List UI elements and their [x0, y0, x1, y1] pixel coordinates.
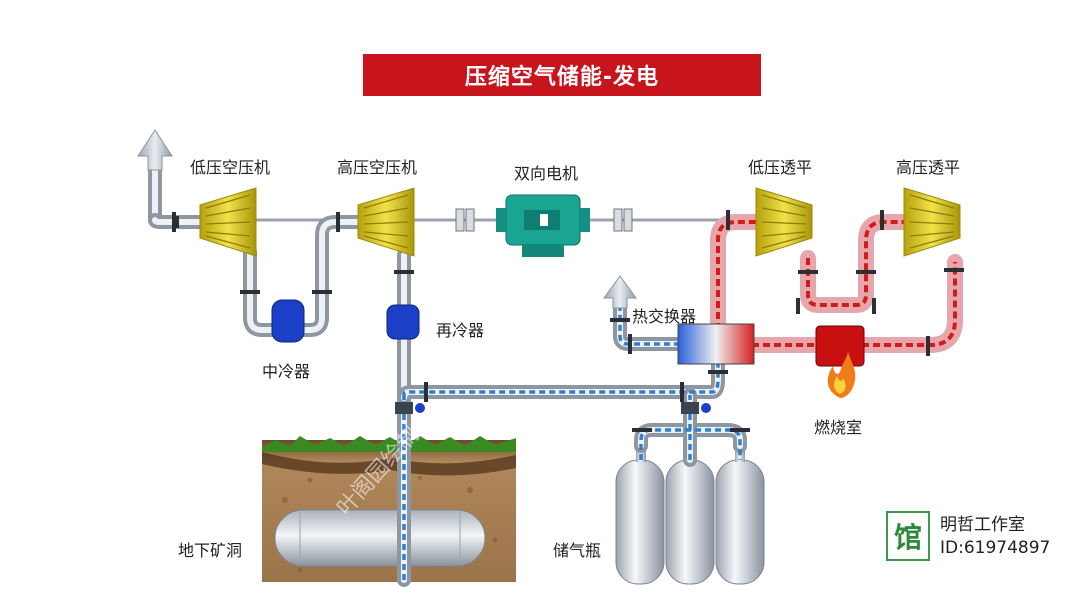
lp-turbine	[755, 187, 813, 257]
up-arrow-icon	[137, 129, 173, 171]
hp-turbine	[903, 187, 961, 257]
intercooler-unit	[271, 299, 305, 343]
hot-air-flow	[716, 220, 957, 347]
pipe-flanges	[172, 210, 964, 432]
underground-cavern	[262, 436, 516, 582]
label-hp-compressor: 高压空压机	[337, 158, 418, 177]
heat-exchanger-unit	[677, 323, 755, 365]
hp-compressor	[357, 187, 415, 257]
label-lp-turbine: 低压透平	[748, 158, 813, 177]
studio-info: 明哲工作室 ID:61974897	[940, 514, 1050, 560]
control-valves	[395, 402, 711, 414]
cold-air-flow	[402, 304, 742, 580]
label-motor: 双向电机	[514, 164, 579, 183]
label-aftercooler: 再冷器	[436, 321, 485, 340]
label-lp-compressor: 低压空压机	[190, 158, 271, 177]
label-gas-bottles: 储气瓶	[553, 541, 602, 560]
studio-name: 明哲工作室	[940, 515, 1025, 535]
label-hp-turbine: 高压透平	[896, 158, 961, 177]
combustor-unit	[815, 325, 865, 367]
label-cavern: 地下矿洞	[178, 541, 243, 560]
aftercooler-unit	[386, 304, 420, 340]
flame-icon	[833, 376, 846, 394]
shaft-couplings	[455, 208, 633, 232]
label-intercooler: 中冷器	[262, 362, 311, 381]
label-combustor: 燃烧室	[814, 418, 863, 437]
studio-logo: 馆	[886, 511, 930, 561]
bidirectional-motor	[496, 194, 590, 257]
diagram-title: 压缩空气储能-发电	[363, 54, 761, 96]
lp-compressor	[199, 187, 257, 257]
label-heat-exchanger: 热交换器	[632, 307, 697, 326]
studio-id: ID:61974897	[940, 538, 1051, 558]
up-arrow-icon	[603, 275, 637, 309]
